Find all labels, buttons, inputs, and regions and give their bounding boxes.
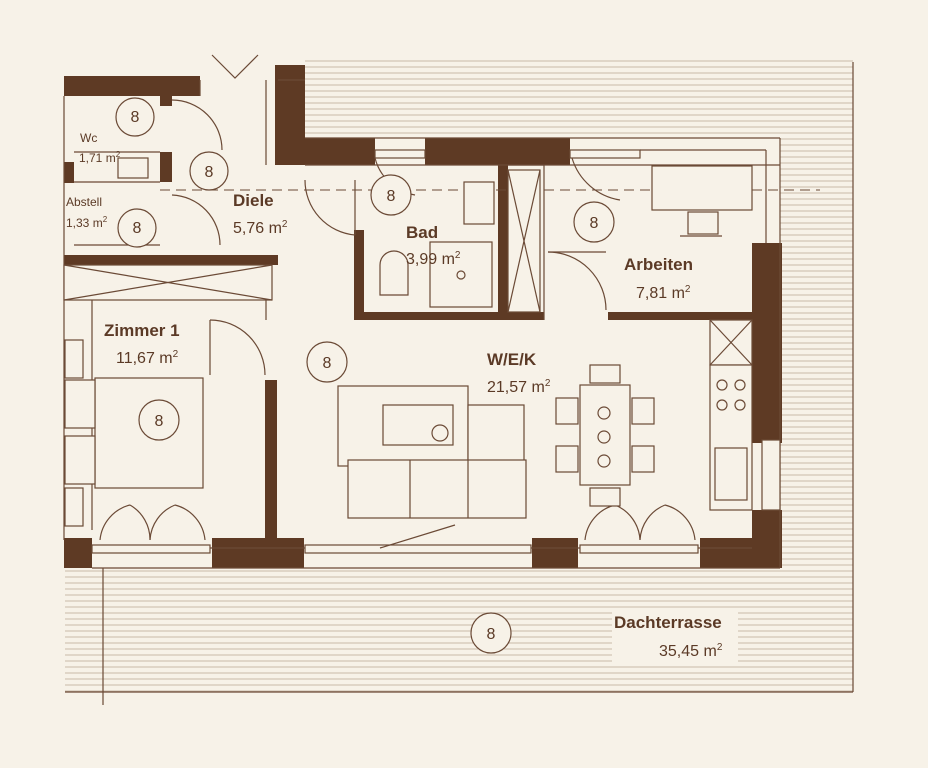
room-labels: Wc 1,71 m2 Abstell 1,33 m2 Diele 5,76 m2…	[66, 131, 723, 660]
level-marker: 8	[470, 612, 512, 654]
svg-text:8: 8	[133, 220, 142, 237]
room-name-diele: Diele	[233, 191, 274, 210]
room-name-wc: Wc	[80, 131, 97, 145]
level-marker: 8	[115, 97, 155, 137]
kitchen	[709, 364, 753, 511]
desk	[651, 165, 753, 237]
room-name-bad: Bad	[406, 223, 438, 242]
terrace-label-box	[612, 610, 738, 662]
walls	[64, 65, 782, 568]
svg-text:8: 8	[487, 626, 496, 643]
level-marker: 8	[306, 341, 348, 383]
room-name-abstell: Abstell	[66, 195, 102, 209]
svg-text:8: 8	[205, 164, 214, 181]
room-area-wc: 1,71 m2	[79, 150, 121, 165]
level-markers: 8 8 8 8 8 8 8 8	[115, 97, 615, 654]
windows	[91, 149, 781, 554]
level-marker: 8	[189, 151, 229, 191]
room-name-zimmer1: Zimmer 1	[104, 321, 180, 340]
room-name-wek: W/E/K	[487, 350, 537, 369]
svg-text:8: 8	[387, 188, 396, 205]
wardrobes	[63, 169, 753, 366]
level-marker: 8	[117, 208, 157, 248]
room-area-diele: 5,76 m2	[233, 219, 288, 237]
svg-text:8: 8	[131, 109, 140, 126]
sofa	[337, 385, 527, 519]
svg-text:8: 8	[590, 215, 599, 232]
room-area-zimmer1: 11,67 m2	[116, 349, 179, 367]
room-area-wek: 21,57 m2	[487, 378, 551, 396]
room-name-dachterrasse: Dachterrasse	[614, 613, 722, 632]
room-area-abstell: 1,33 m2	[66, 215, 108, 230]
svg-text:8: 8	[155, 413, 164, 430]
level-marker: 8	[573, 201, 615, 243]
dining-table	[555, 364, 655, 507]
room-name-arbeiten: Arbeiten	[624, 255, 693, 274]
room-area-bad: 3,99 m2	[406, 250, 461, 268]
bathroom-fixtures	[117, 157, 495, 308]
level-marker: 8	[370, 174, 412, 216]
svg-text:8: 8	[323, 355, 332, 372]
level-marker: 8	[138, 399, 180, 441]
room-area-arbeiten: 7,81 m2	[636, 284, 691, 302]
room-area-dachterrasse: 35,45 m2	[659, 642, 723, 660]
